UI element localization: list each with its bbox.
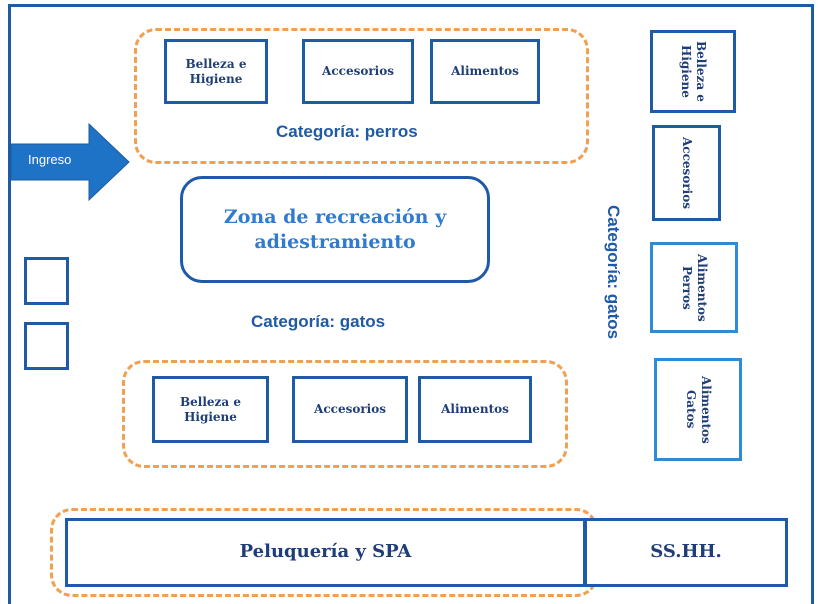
- right-accesorios-label: Accesorios: [680, 137, 694, 209]
- perros-belleza-box: Belleza e Higiene: [164, 39, 268, 104]
- right-belleza-box: Belleza e Higiene: [650, 30, 736, 113]
- gatos-belleza-box: Belleza e Higiene: [152, 376, 269, 443]
- entrance-arrow: [11, 122, 130, 202]
- peluqueria-box: Peluquería y SPA: [65, 518, 586, 587]
- recreation-zone: Zona de recreación y adiestramiento: [180, 176, 490, 283]
- store-outline: [8, 4, 814, 604]
- gatos-accesorios-box: Accesorios: [292, 376, 408, 443]
- sshh-box: SS.HH.: [584, 518, 788, 587]
- perros-accesorios-box: Accesorios: [302, 39, 414, 104]
- right-accesorios-box: Accesorios: [652, 125, 721, 221]
- right-alimentos-gatos-box: Alimentos Gatos: [654, 358, 742, 461]
- left-square-top: [24, 257, 69, 305]
- gatos-category-title: Categoría: gatos: [251, 312, 386, 331]
- perros-alimentos-box: Alimentos: [430, 39, 540, 104]
- right-alimentos-perros-label: Alimentos Perros: [680, 253, 709, 322]
- perros-group: [134, 28, 589, 164]
- right-alimentos-perros-box: Alimentos Perros: [650, 242, 738, 333]
- right-belleza-label: Belleza e Higiene: [679, 41, 708, 102]
- perros-category-title: Categoría: perros: [276, 122, 418, 141]
- gatos-group: [122, 360, 568, 468]
- entrance-label: Ingreso: [28, 152, 72, 167]
- right-category-title: Categoría: gatos: [604, 205, 623, 340]
- left-square-bottom: [24, 322, 69, 370]
- right-alimentos-gatos-label: Alimentos Gatos: [684, 375, 713, 444]
- gatos-alimentos-box: Alimentos: [418, 376, 532, 443]
